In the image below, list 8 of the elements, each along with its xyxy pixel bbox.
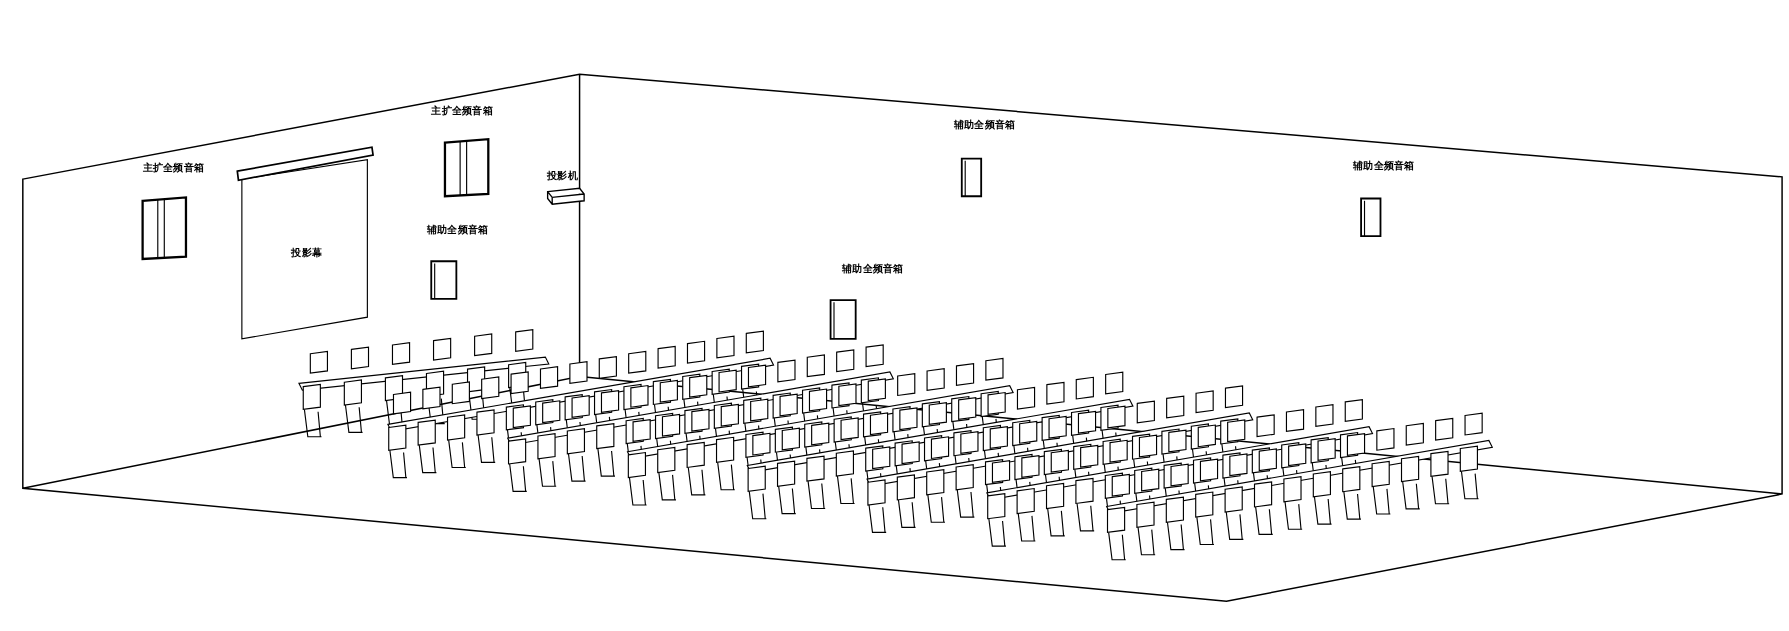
- equipment-label: 投影机: [547, 168, 578, 183]
- speaker-label: 辅助全频音箱: [842, 262, 904, 277]
- equipment-label: 投影幕: [291, 246, 323, 261]
- speaker-label: 辅助全频音箱: [953, 118, 1016, 133]
- speaker-label: 主扩全频音箱: [142, 160, 205, 175]
- speaker-label: 辅助全频音箱: [426, 223, 489, 238]
- speaker-label: 辅助全频音箱: [1353, 159, 1415, 174]
- speaker-label: 主扩全频音箱: [431, 103, 493, 118]
